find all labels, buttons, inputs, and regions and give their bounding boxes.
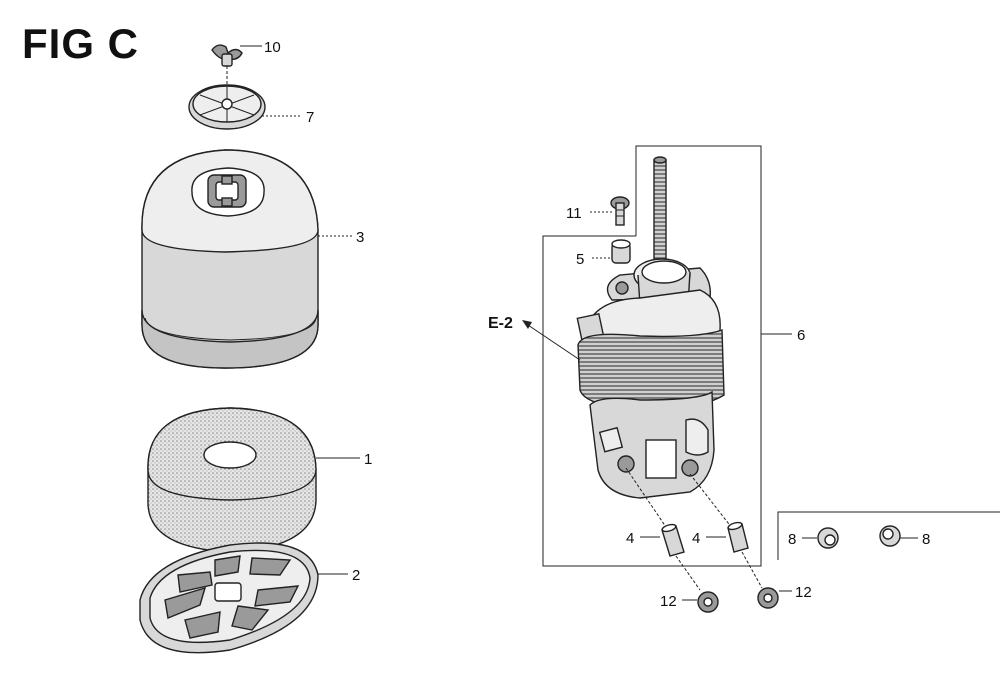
reference-e2-arrow — [522, 320, 581, 361]
base-plate-part-2 — [139, 542, 319, 654]
callout-3: 3 — [356, 229, 364, 246]
pin-part-4-left — [625, 467, 685, 557]
collar-part-5 — [592, 239, 631, 264]
wing-nut-part-10 — [211, 44, 243, 96]
callout-12-right: 12 — [795, 584, 812, 601]
callout-2: 2 — [352, 567, 360, 584]
nut-part-12-right — [741, 551, 792, 609]
callout-5: 5 — [576, 251, 584, 268]
callout-1: 1 — [364, 451, 372, 468]
callout-e2: E-2 — [488, 315, 513, 332]
callout-8-left: 8 — [788, 531, 796, 548]
foam-element-part-1 — [147, 407, 317, 553]
callout-11: 11 — [566, 205, 582, 222]
callout-12-left: 12 — [660, 593, 677, 610]
callout-4-left: 4 — [626, 530, 634, 547]
callout-7: 7 — [306, 109, 314, 126]
pin-part-4-right — [689, 473, 749, 553]
nut-part-12-left — [675, 555, 719, 613]
engine-block-body — [576, 258, 725, 499]
assembly-frame-part-6 — [542, 145, 792, 567]
bolt-part-11 — [590, 196, 630, 226]
callout-4-right: 4 — [692, 530, 700, 547]
air-cleaner-cover-part-3 — [141, 149, 319, 369]
leader-lines-left — [240, 45, 360, 575]
cap-part-8-group — [777, 511, 1000, 560]
callout-8-right: 8 — [922, 531, 930, 548]
figure-title: FIG C — [22, 20, 139, 67]
callout-10: 10 — [264, 39, 281, 56]
cover-plate-part-7 — [188, 84, 266, 130]
rod — [653, 156, 667, 269]
callout-6: 6 — [797, 327, 805, 344]
